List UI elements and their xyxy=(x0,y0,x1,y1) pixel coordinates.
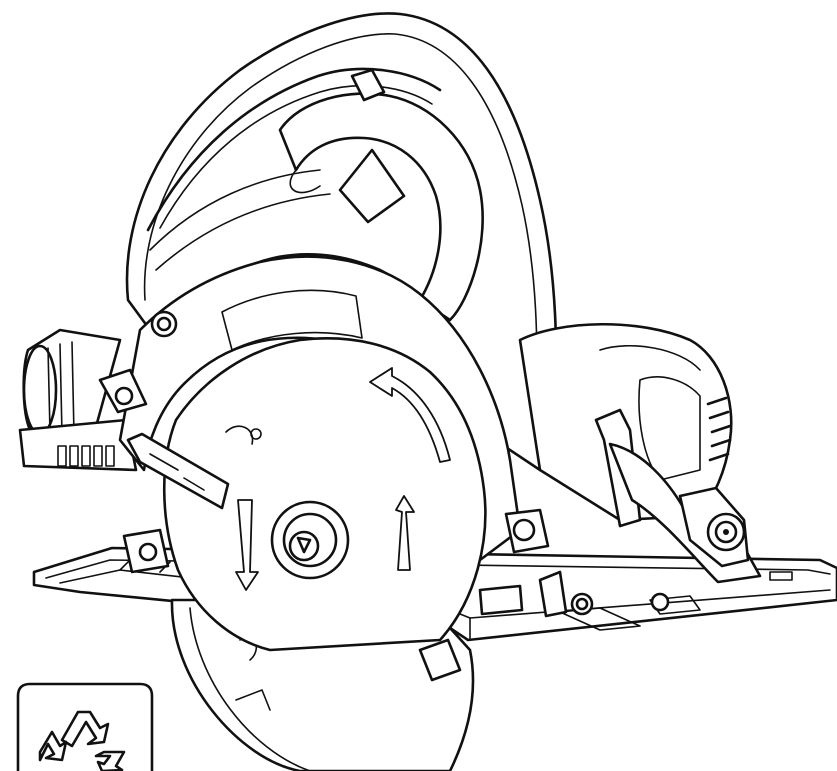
dust-port xyxy=(18,328,138,472)
upper-blade-guard xyxy=(125,12,558,472)
front-fittings xyxy=(122,528,462,682)
lower-blade-guard xyxy=(98,255,522,652)
depth-adjust-bracket xyxy=(478,408,762,618)
recycle-badge xyxy=(16,682,154,771)
recycle-icon xyxy=(38,710,126,771)
